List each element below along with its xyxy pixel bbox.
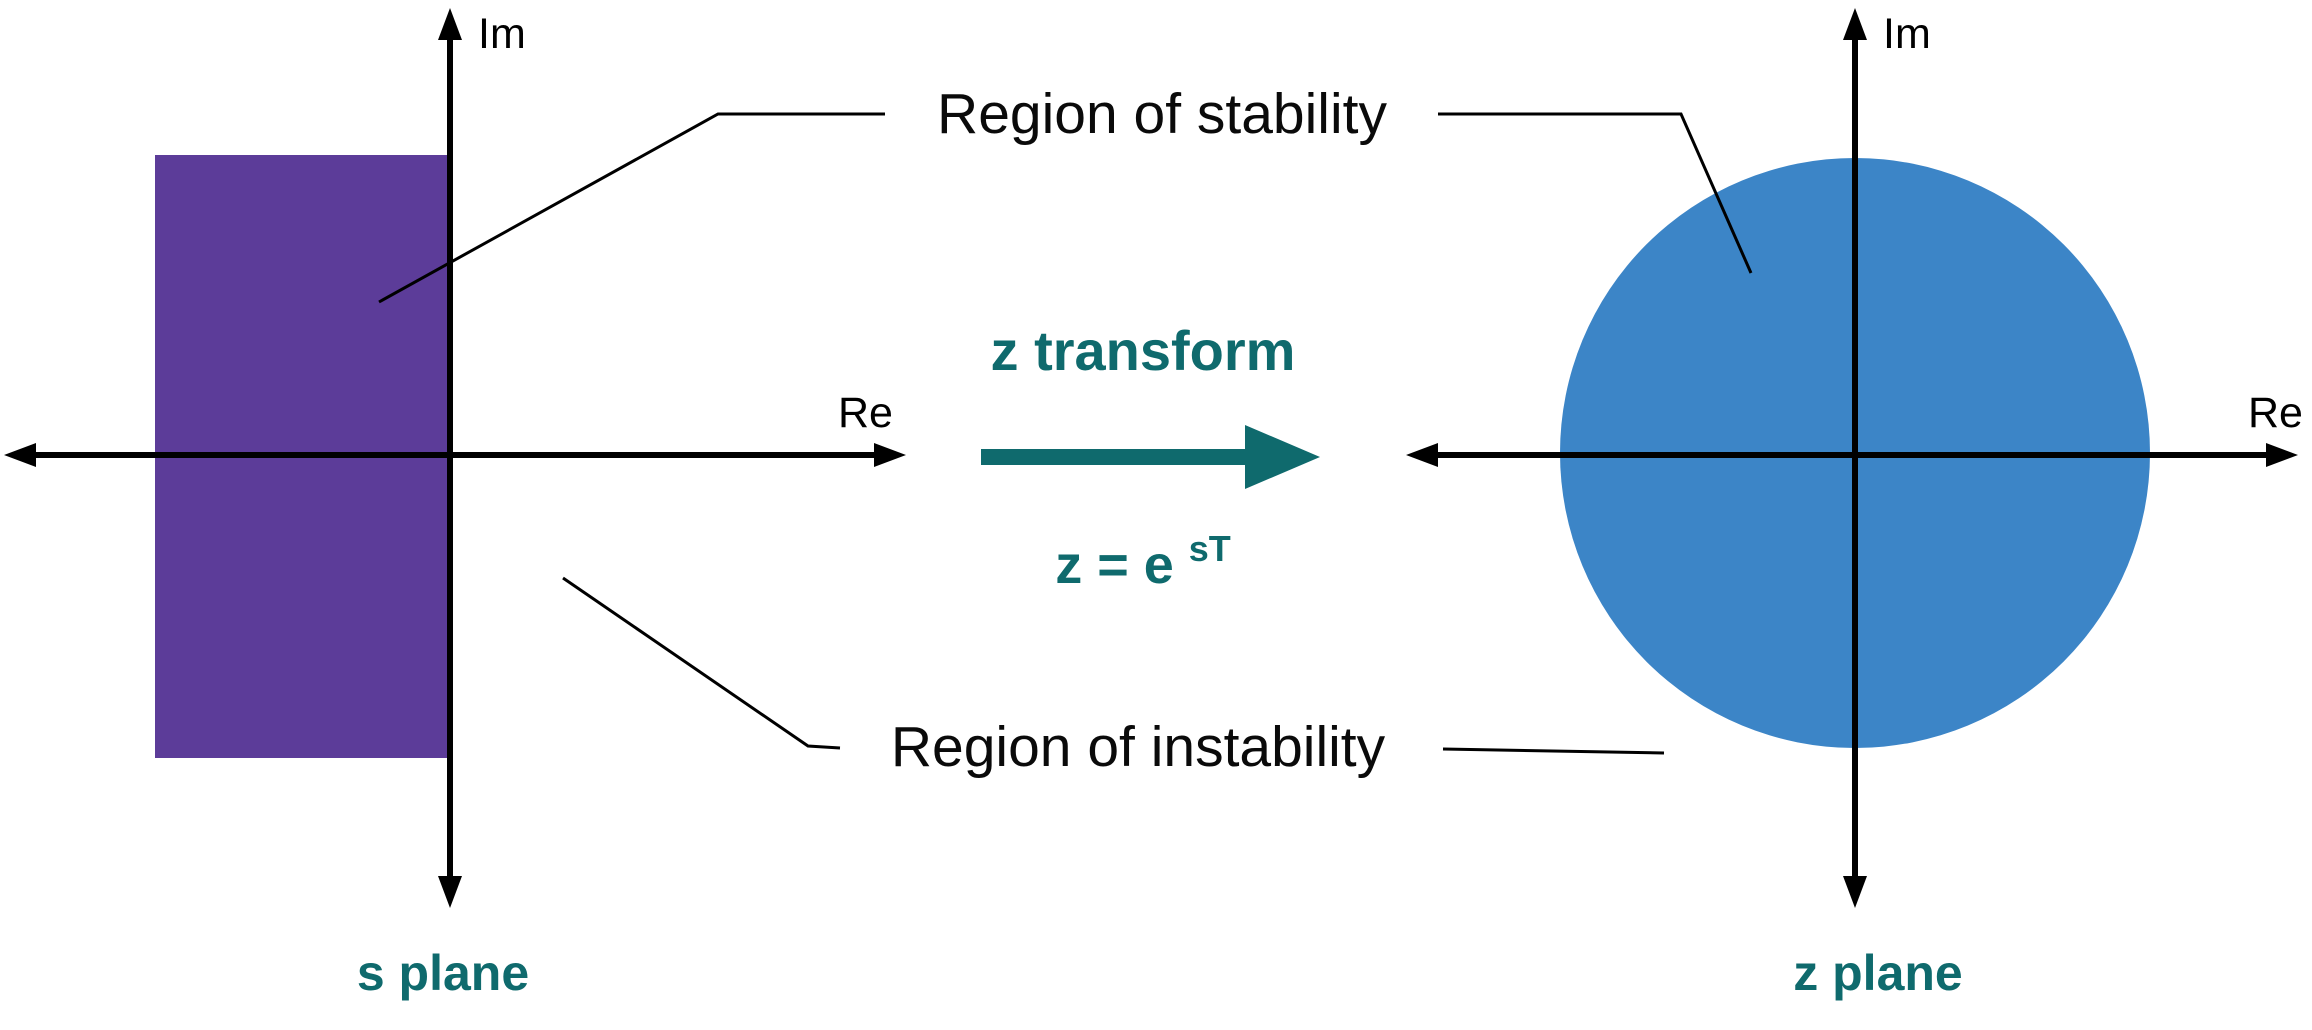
s-plane-imaginary-axis-top-arrowhead (438, 8, 462, 40)
z-plane-real-axis-right-arrowhead (2266, 443, 2298, 467)
z-plane-re-label: Re (2248, 389, 2303, 437)
z-plane: Im Re z plane (1406, 8, 2303, 1001)
region-stability-label: Region of stability (937, 82, 1387, 146)
instability-leader-right (1442, 747, 1665, 755)
z-plane-imaginary-axis-bottom-arrowhead (1843, 876, 1867, 908)
s-plane-im-label: Im (478, 10, 526, 58)
z-plane-im-label: Im (1883, 10, 1931, 58)
s-plane-title: s plane (357, 945, 529, 1001)
region-instability-label: Region of instability (891, 715, 1386, 779)
s-plane-real-axis-right-arrowhead (874, 443, 906, 467)
transform-title: z transform (991, 319, 1296, 382)
stability-leader-left (378, 112, 885, 304)
s-plane-re-label: Re (838, 389, 893, 437)
instability-leader-left (562, 576, 841, 750)
s-plane: Im Re s plane (4, 8, 906, 1001)
transform-arrowhead (1245, 425, 1320, 489)
z-plane-imaginary-axis-top-arrowhead (1843, 8, 1867, 40)
s-plane-imaginary-axis-bottom-arrowhead (438, 876, 462, 908)
stability-leader-right (1438, 112, 1753, 274)
z-plane-title: z plane (1793, 945, 1962, 1001)
transform-equation: z = e sT (1055, 528, 1231, 595)
transform-group: z transform z = e sT (981, 319, 1320, 595)
annotations: Region of stability Region of instabilit… (378, 82, 1753, 779)
z-plane-real-axis-left-arrowhead (1406, 443, 1438, 467)
equation-exponent: sT (1189, 528, 1231, 569)
equation-base: z = e (1055, 535, 1174, 595)
s-plane-real-axis-left-arrowhead (4, 443, 36, 467)
